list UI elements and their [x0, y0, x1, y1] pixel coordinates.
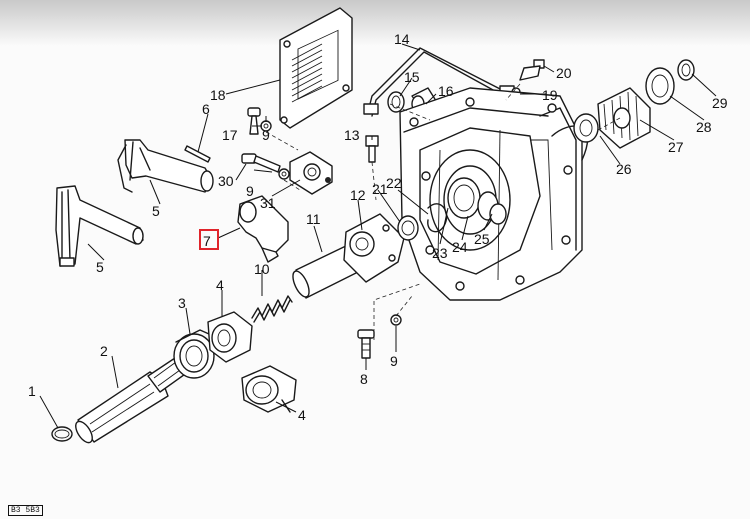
snap-ring — [51, 426, 73, 442]
label-18: 18 — [210, 87, 226, 103]
label-19: 19 — [542, 87, 558, 103]
label-6: 6 — [202, 101, 210, 117]
label-30: 30 — [218, 173, 234, 189]
label-9-upper: 9 — [262, 127, 270, 143]
label-11: 11 — [306, 211, 321, 227]
bearing-28 — [645, 67, 675, 105]
label-17: 17 — [222, 127, 238, 143]
shift-fork-lower — [55, 185, 144, 267]
label-5-lower: 5 — [96, 259, 104, 275]
label-28: 28 — [696, 119, 712, 135]
label-7: 7 — [203, 233, 211, 249]
seal-21 — [397, 215, 419, 241]
bushing-15 — [387, 91, 405, 113]
label-16: 16 — [438, 83, 454, 99]
gear-26 — [573, 113, 599, 143]
release-fork — [237, 195, 289, 263]
washer-9-middle — [278, 168, 290, 180]
leader-lines — [39, 43, 717, 429]
part-labels: 1 2 3 4 4 5 5 6 7 8 9 9 9 10 11 12 13 14… — [28, 31, 728, 423]
spring — [251, 295, 293, 323]
scan-shadow-band — [0, 0, 750, 46]
label-23: 23 — [432, 245, 448, 261]
guide-tube — [292, 213, 405, 299]
label-25: 25 — [474, 231, 490, 247]
label-22: 22 — [386, 175, 402, 191]
label-29: 29 — [712, 95, 728, 111]
release-bearing-lower — [241, 365, 297, 413]
label-9-lower: 9 — [390, 353, 398, 369]
bolt-17 — [247, 107, 261, 135]
label-2: 2 — [100, 343, 108, 359]
bolt-20 — [519, 59, 545, 81]
label-14: 14 — [394, 31, 410, 47]
label-10: 10 — [254, 261, 270, 277]
label-9-middle: 9 — [246, 183, 254, 199]
label-5-upper: 5 — [152, 203, 160, 219]
pin — [184, 145, 211, 163]
cover-plate — [279, 7, 353, 129]
label-4-lower: 4 — [298, 407, 306, 423]
release-bearing-upper — [207, 311, 253, 363]
catalog-code: B3 5B3 — [8, 505, 43, 516]
gear-27 — [597, 87, 651, 149]
input-shaft — [75, 355, 189, 444]
label-1: 1 — [28, 383, 36, 399]
label-15: 15 — [404, 69, 420, 85]
label-4-upper: 4 — [216, 277, 224, 293]
shift-fork-upper — [117, 139, 214, 193]
bracket-31 — [289, 151, 333, 195]
label-13: 13 — [344, 127, 360, 143]
label-8: 8 — [360, 371, 368, 387]
label-3: 3 — [178, 295, 186, 311]
label-26: 26 — [616, 161, 632, 177]
bolt-8 — [357, 329, 375, 359]
bearing — [173, 329, 219, 379]
label-24: 24 — [452, 239, 468, 255]
label-21: 21 — [372, 181, 388, 197]
bolt-30 — [241, 153, 281, 173]
ring-29 — [677, 59, 695, 81]
label-20: 20 — [556, 65, 572, 81]
bearing-set — [447, 177, 507, 225]
washer-9-lower — [390, 314, 402, 326]
highlighted-part-marker — [199, 229, 219, 250]
label-31: 31 — [260, 195, 276, 211]
label-27: 27 — [668, 139, 684, 155]
label-12: 12 — [350, 187, 366, 203]
